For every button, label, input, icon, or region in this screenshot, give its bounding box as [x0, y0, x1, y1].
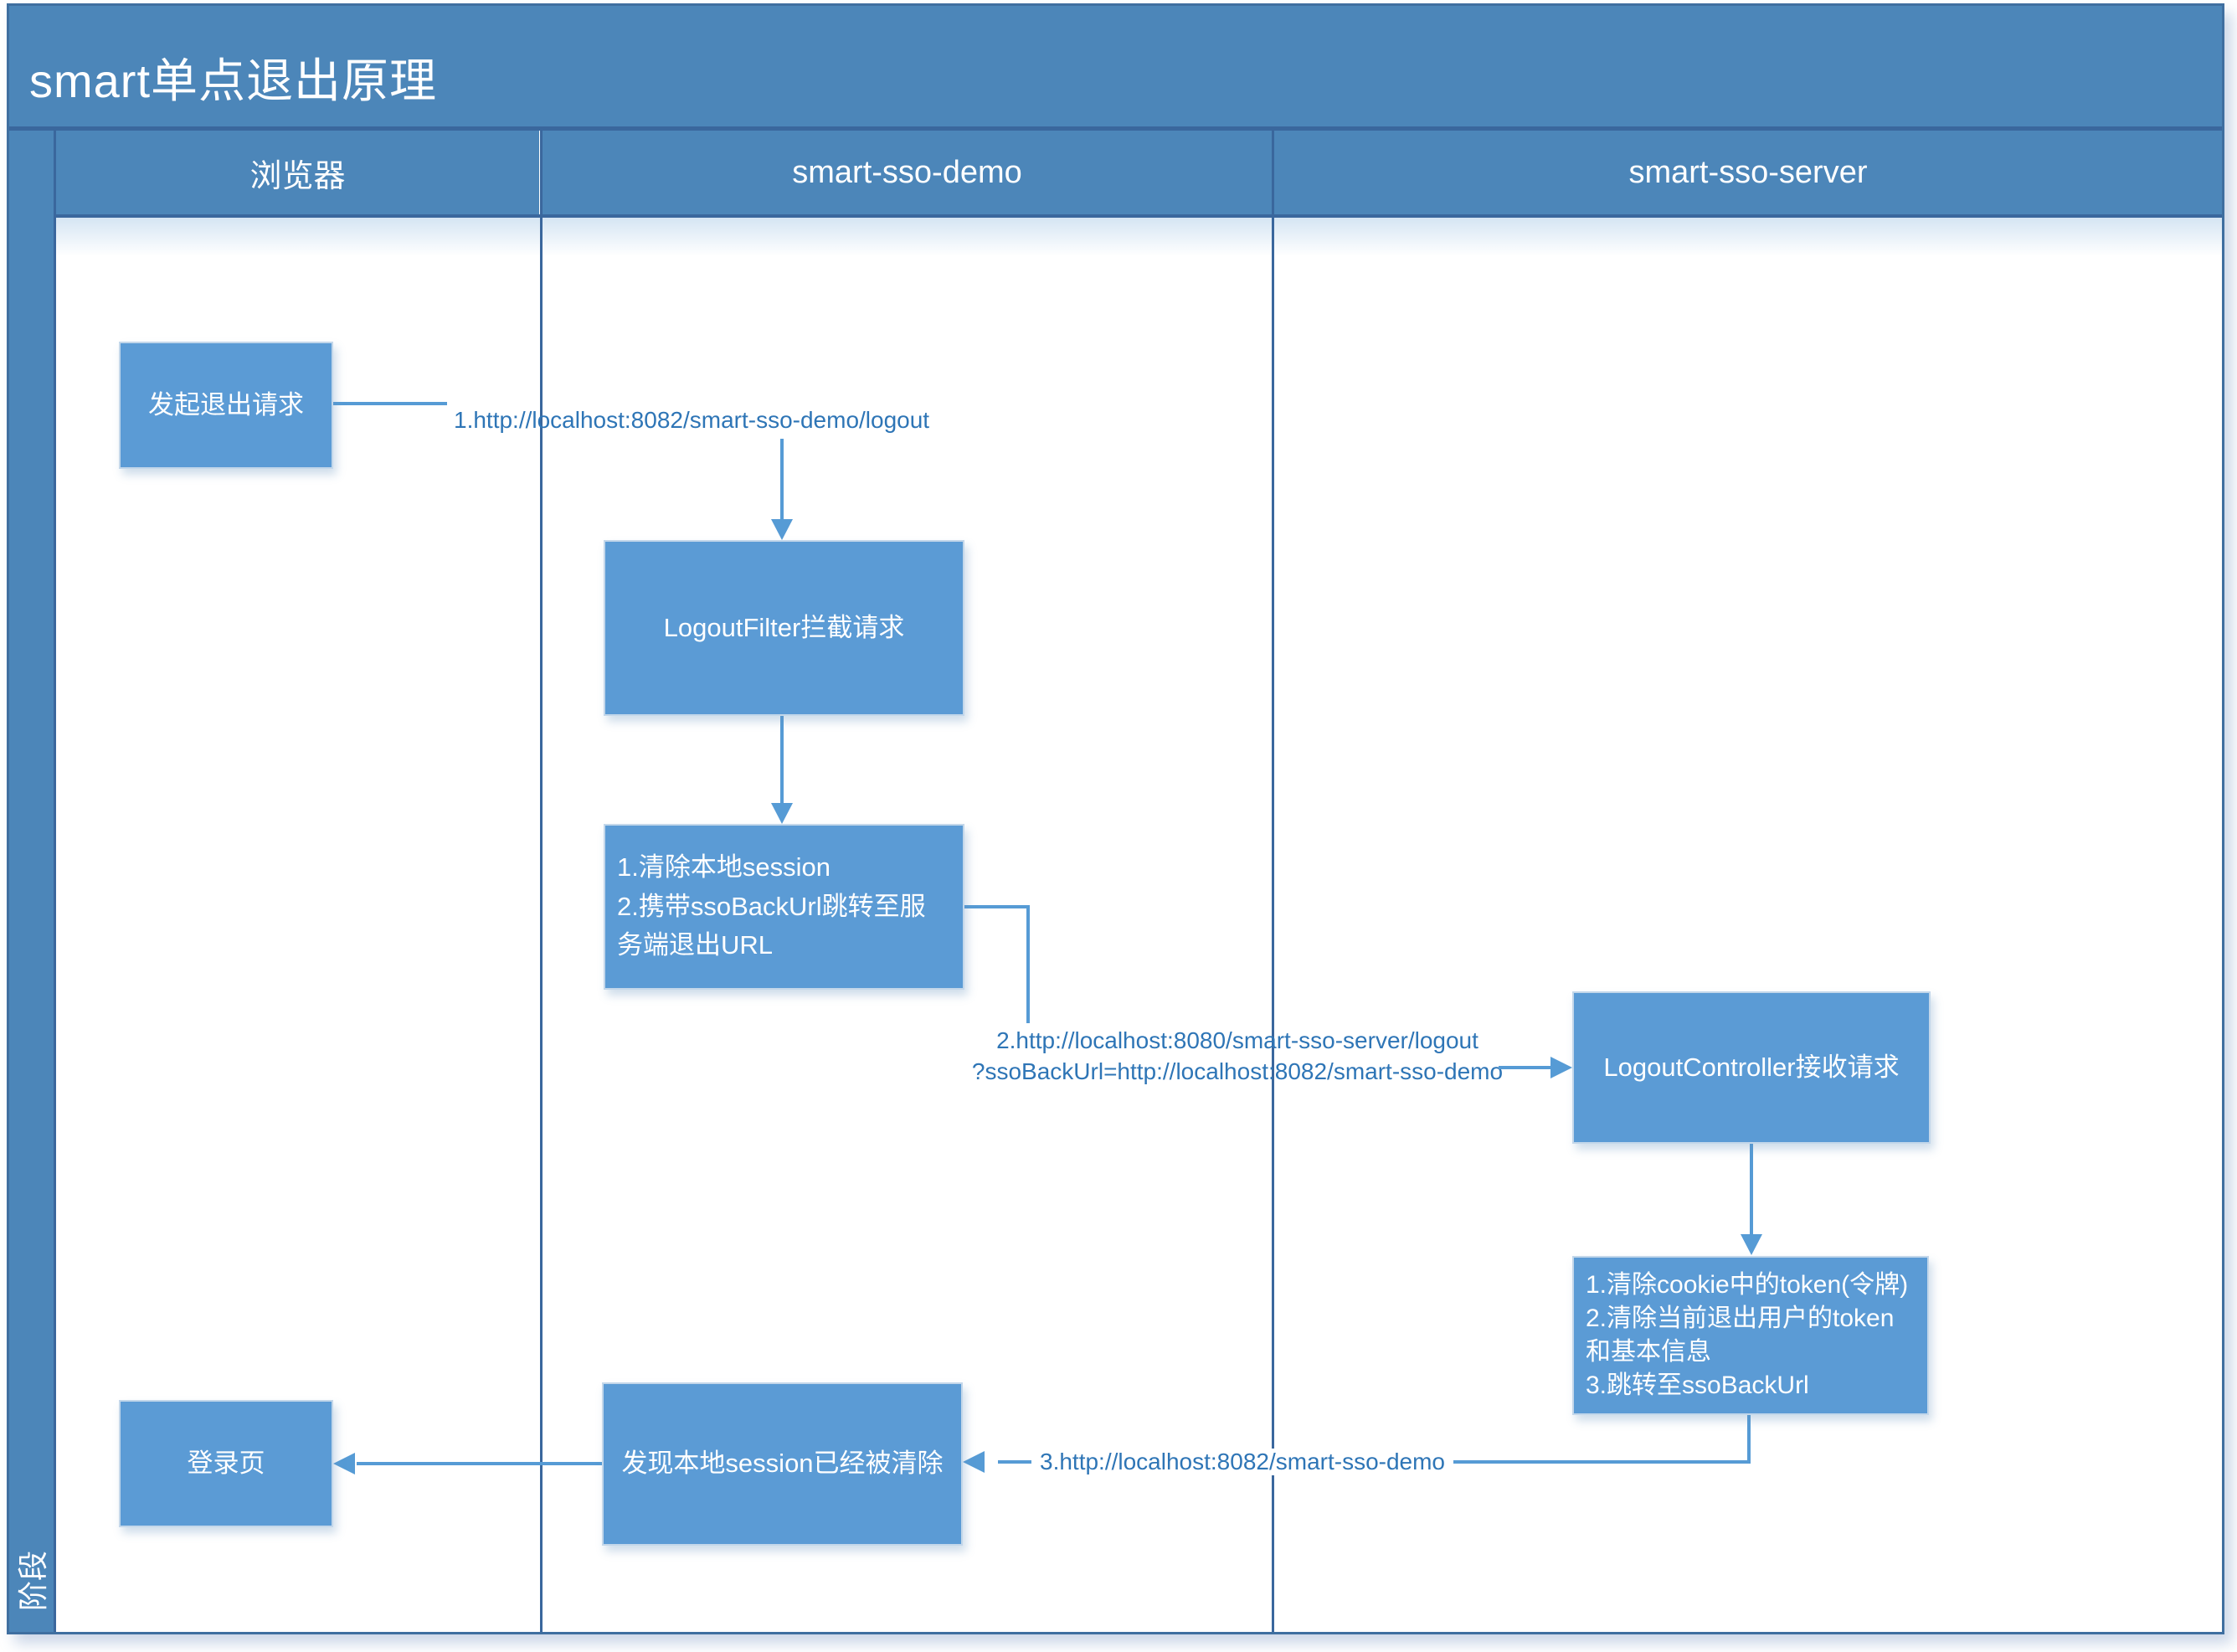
node-login-page[interactable]: 登录页: [119, 1400, 333, 1527]
body-top-gradient: [56, 218, 2222, 256]
node-demo-detect-cleared-label: 发现本地session已经被清除: [621, 1449, 944, 1479]
phase-strip: [9, 131, 56, 1632]
node-browser-request-label: 发起退出请求: [148, 389, 304, 419]
edge2-vline: [780, 716, 784, 803]
lane-divider-1: [540, 131, 543, 1632]
node-login-page-label: 登录页: [187, 1448, 265, 1478]
edge6-hline: [357, 1462, 602, 1465]
title-separator: [9, 126, 2222, 131]
edge4-arrowhead-down-icon: [1741, 1234, 1762, 1255]
node-demo-clear-session[interactable]: 1.清除本地session 2.携带ssoBackUrl跳转至服务端退出URL: [604, 824, 964, 990]
node-server-clear-token-label: 1.清除cookie中的token(令牌) 2.清除当前退出用户的token和基…: [1586, 1271, 1909, 1399]
node-logout-controller-label: LogoutController接收请求: [1603, 1052, 1900, 1082]
node-logout-controller[interactable]: LogoutController接收请求: [1572, 991, 1931, 1144]
edge1-vline: [780, 439, 784, 521]
node-server-clear-token[interactable]: 1.清除cookie中的token(令牌) 2.清除当前退出用户的token和基…: [1572, 1256, 1929, 1415]
edge5-vline: [1747, 1415, 1751, 1464]
lane-divider-2: [1272, 131, 1274, 1632]
node-demo-detect-cleared[interactable]: 发现本地session已经被清除: [602, 1382, 963, 1546]
edge3-hline: [964, 905, 1030, 908]
lane-header-server-label: smart-sso-server: [1628, 154, 1868, 190]
edge5-label: 3.http://localhost:8082/smart-sso-demo: [1031, 1449, 1454, 1475]
edge3-arrow-line: [1499, 1066, 1552, 1069]
edge2-arrowhead-down-icon: [771, 803, 793, 824]
edge1-arrowhead-down-icon: [771, 519, 793, 540]
edge4-vline: [1750, 1144, 1753, 1234]
edge1-label: 1.http://localhost:8082/smart-sso-demo/l…: [454, 407, 930, 433]
lane-header-demo-label: smart-sso-demo: [792, 154, 1022, 190]
edge1-hline: [333, 402, 447, 405]
node-demo-clear-session-label: 1.清除本地session 2.携带ssoBackUrl跳转至服务端退出URL: [617, 852, 926, 960]
node-browser-request[interactable]: 发起退出请求: [119, 342, 333, 469]
phase-label: 阶段: [16, 1550, 50, 1612]
node-logout-filter[interactable]: LogoutFilter拦截请求: [604, 540, 964, 716]
page-title: smart单点退出原理: [29, 54, 437, 107]
edge5-arrowhead-left-icon: [963, 1451, 985, 1473]
edge6-arrowhead-left-icon: [333, 1453, 355, 1474]
lane-header-browser-label: 浏览器: [249, 158, 346, 194]
lane-header-browser: 浏览器: [56, 131, 539, 214]
edge3-vline: [1026, 905, 1030, 1023]
title-bar: smart单点退出原理: [9, 6, 2222, 126]
node-logout-filter-label: LogoutFilter拦截请求: [663, 612, 905, 642]
edge3-arrowhead-right-icon: [1550, 1057, 1572, 1078]
lane-header-demo: smart-sso-demo: [543, 131, 1272, 214]
edge3-label: 2.http://localhost:8080/smart-sso-server…: [971, 1027, 1504, 1084]
header-separator: [54, 214, 2222, 218]
lane-header-server: smart-sso-server: [1274, 131, 2222, 214]
